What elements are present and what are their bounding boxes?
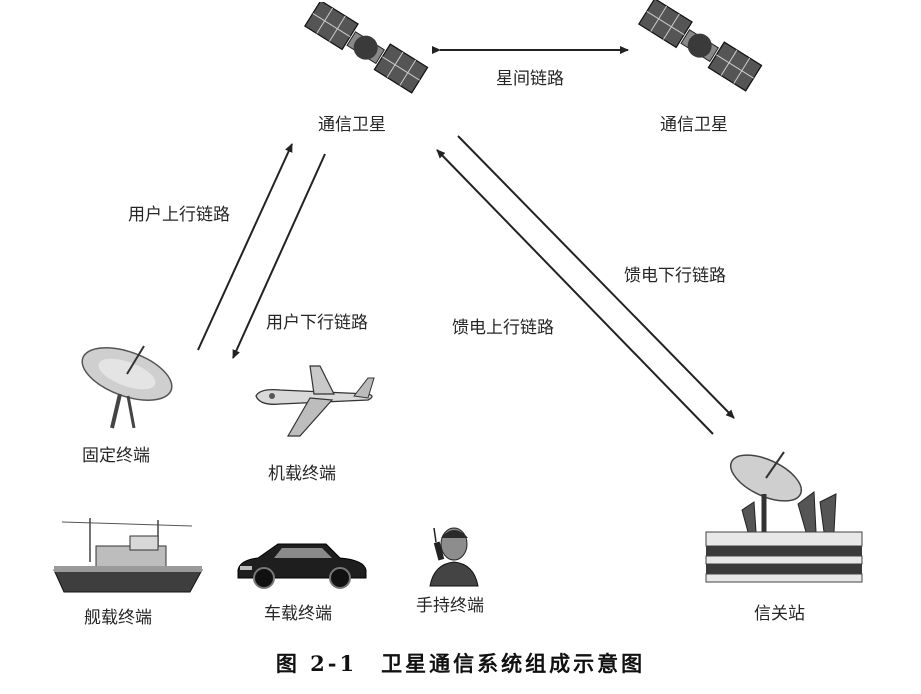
user-downlink-label: 用户下行链路 — [266, 313, 368, 333]
vehicle-terminal-label: 车载终端 — [264, 604, 332, 624]
gateway-station-icon — [705, 451, 863, 583]
feeder-uplink-label: 馈电上行链路 — [452, 318, 554, 338]
user-uplink-arrow — [197, 143, 293, 351]
dish-antenna-icon — [81, 345, 173, 429]
figure-caption: 图 2-1 卫星通信系统组成示意图 — [275, 651, 646, 676]
ship-icon — [53, 518, 203, 593]
handheld-user-icon — [429, 527, 479, 587]
satellite-icon — [638, 0, 763, 92]
feeder-downlink-label: 馈电下行链路 — [624, 266, 726, 286]
user-downlink-arrow — [232, 153, 326, 359]
satellite-icon — [304, 2, 429, 94]
gateway-station-label: 信关站 — [754, 604, 805, 624]
airplane-icon — [255, 365, 375, 437]
satellite-left-label: 通信卫星 — [318, 115, 386, 135]
feeder-uplink-arrow — [436, 149, 714, 435]
satellite-right-label: 通信卫星 — [660, 115, 728, 135]
handheld-terminal-label: 手持终端 — [416, 596, 484, 616]
car-icon — [237, 543, 367, 589]
inter-satellite-link-label: 星间链路 — [496, 69, 564, 89]
user-uplink-label: 用户上行链路 — [128, 205, 230, 225]
fixed-terminal-label: 固定终端 — [82, 446, 150, 466]
shipborne-terminal-label: 舰载终端 — [84, 608, 152, 628]
feeder-downlink-arrow — [457, 135, 735, 419]
airborne-terminal-label: 机载终端 — [268, 464, 336, 484]
